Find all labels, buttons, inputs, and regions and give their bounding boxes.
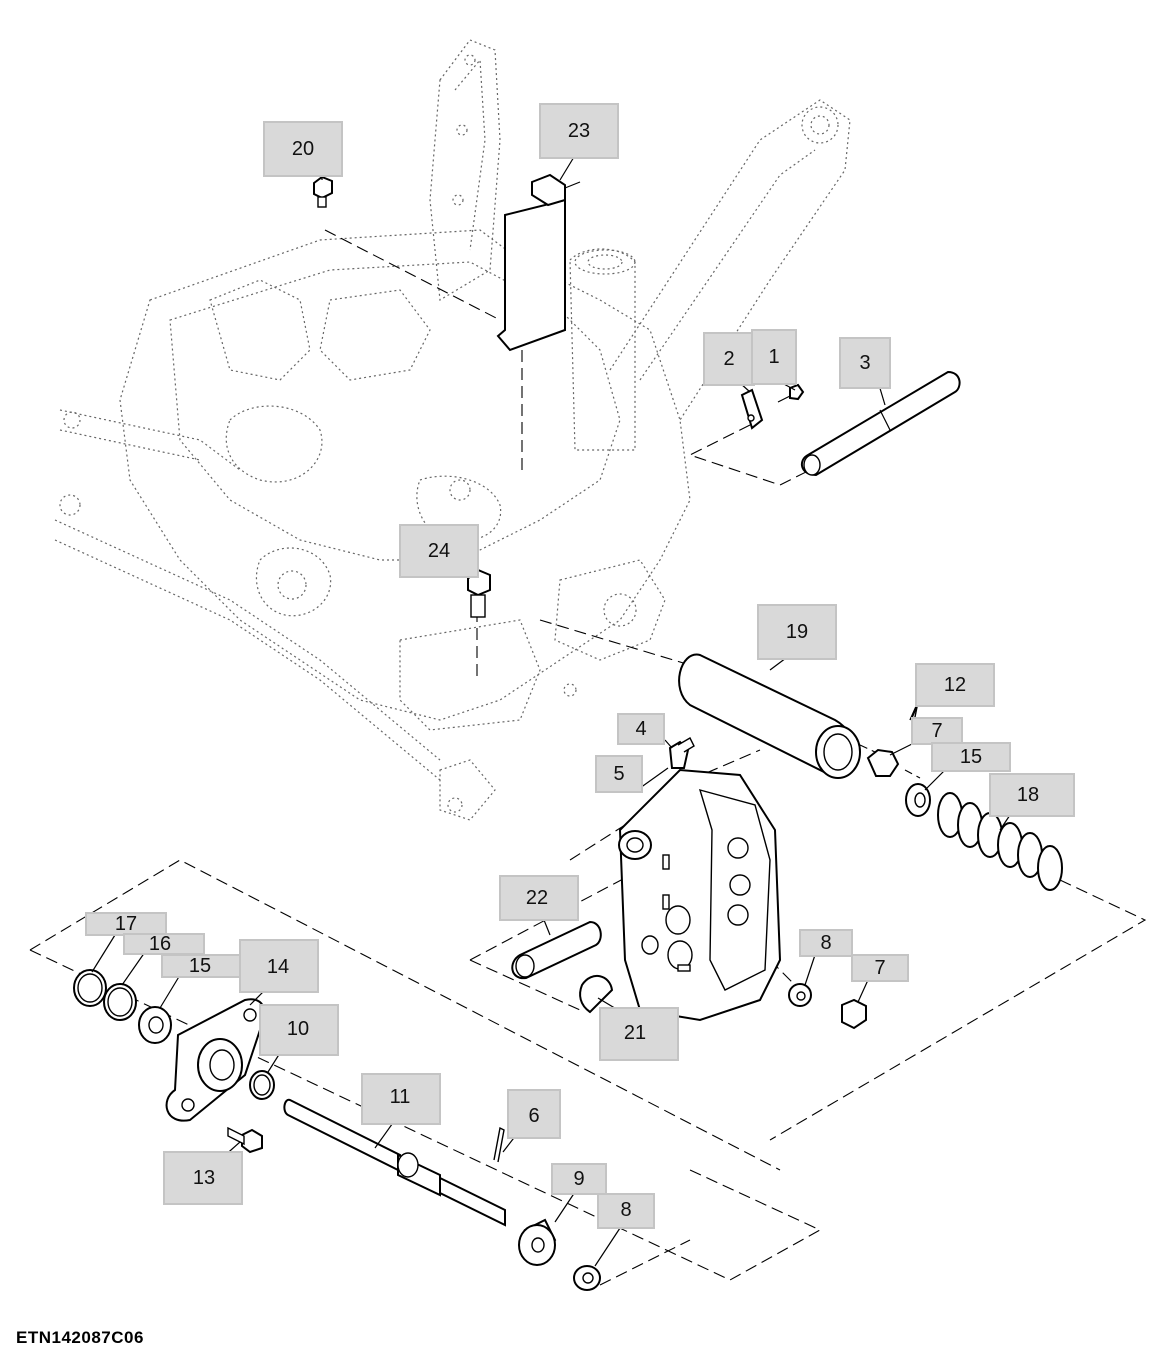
svg-text:11: 11 bbox=[390, 1086, 411, 1108]
castle-nut-7-top bbox=[866, 748, 900, 777]
washer-15-left bbox=[138, 1006, 172, 1044]
callout-6: 6 bbox=[507, 1089, 561, 1139]
callout-5: 5 bbox=[595, 755, 643, 793]
svg-text:20: 20 bbox=[292, 138, 314, 160]
svg-text:7: 7 bbox=[931, 720, 942, 742]
leader-lines bbox=[91, 151, 1011, 1267]
callout-13: 13 bbox=[163, 1151, 243, 1205]
bushing-19 bbox=[678, 653, 861, 779]
svg-text:7: 7 bbox=[874, 957, 885, 979]
pivot-block bbox=[618, 768, 782, 1022]
svg-text:6: 6 bbox=[528, 1105, 539, 1127]
callout-15-top: 15 bbox=[931, 742, 1011, 772]
figure-id: ETN142087C06 bbox=[16, 1328, 144, 1347]
svg-text:13: 13 bbox=[193, 1167, 215, 1189]
callout-12: 12 bbox=[915, 663, 995, 707]
key-21 bbox=[579, 975, 614, 1014]
callout-22: 22 bbox=[499, 875, 579, 921]
callout-20: 20 bbox=[263, 121, 343, 177]
ghosted-housing bbox=[54, 39, 851, 821]
svg-text:18: 18 bbox=[1017, 784, 1039, 806]
bolt-20 bbox=[313, 175, 333, 208]
castle-nut-7-right bbox=[841, 998, 867, 1030]
callout-24: 24 bbox=[399, 524, 479, 578]
washer-15-top bbox=[905, 783, 931, 817]
grease-fitting-4 bbox=[668, 737, 695, 769]
callout-21: 21 bbox=[599, 1007, 679, 1061]
lock-plate-2 bbox=[740, 388, 764, 430]
callout-23: 23 bbox=[539, 103, 619, 159]
callout-7-right: 7 bbox=[851, 954, 909, 982]
svg-text:8: 8 bbox=[820, 932, 831, 954]
svg-text:3: 3 bbox=[859, 352, 870, 374]
svg-text:15: 15 bbox=[960, 746, 982, 768]
svg-text:14: 14 bbox=[267, 956, 289, 978]
callout-14: 14 bbox=[239, 939, 319, 993]
flange-14 bbox=[165, 998, 266, 1122]
svg-text:1: 1 bbox=[768, 346, 779, 368]
callout-10: 10 bbox=[259, 1004, 339, 1056]
svg-text:4: 4 bbox=[635, 718, 646, 740]
callout-7-top: 7 bbox=[911, 717, 963, 745]
washer-8-bottom bbox=[573, 1265, 601, 1291]
svg-text:12: 12 bbox=[944, 674, 966, 696]
callout-8-bottom: 8 bbox=[597, 1193, 655, 1229]
svg-text:5: 5 bbox=[613, 763, 624, 785]
spring-18 bbox=[937, 792, 1063, 891]
svg-text:8: 8 bbox=[620, 1199, 631, 1221]
callout-2: 2 bbox=[703, 332, 755, 386]
svg-text:23: 23 bbox=[568, 120, 590, 142]
svg-text:9: 9 bbox=[573, 1168, 584, 1190]
svg-text:24: 24 bbox=[428, 540, 450, 562]
svg-text:17: 17 bbox=[115, 913, 137, 935]
spacer-9 bbox=[518, 1218, 557, 1266]
cotter-pin-6 bbox=[493, 1126, 505, 1163]
washer-8-right bbox=[788, 983, 812, 1007]
pin-22 bbox=[511, 920, 602, 980]
callout-15-left: 15 bbox=[161, 954, 241, 978]
callout-11: 11 bbox=[361, 1073, 441, 1125]
shield-plate-23 bbox=[496, 173, 581, 352]
callout-8-right: 8 bbox=[799, 929, 853, 957]
svg-text:21: 21 bbox=[624, 1022, 646, 1044]
svg-text:16: 16 bbox=[149, 933, 171, 955]
callout-19: 19 bbox=[757, 604, 837, 660]
callout-17: 17 bbox=[85, 912, 167, 936]
svg-text:22: 22 bbox=[526, 887, 548, 909]
svg-text:15: 15 bbox=[189, 955, 211, 977]
svg-text:19: 19 bbox=[786, 621, 808, 643]
callout-3: 3 bbox=[839, 337, 891, 389]
callout-9: 9 bbox=[551, 1163, 607, 1195]
callout-16: 16 bbox=[123, 933, 205, 955]
shaft-11 bbox=[283, 1098, 506, 1227]
ring-16 bbox=[103, 983, 137, 1021]
ring-17 bbox=[73, 969, 107, 1007]
callout-18: 18 bbox=[989, 773, 1075, 817]
callout-4: 4 bbox=[617, 713, 665, 745]
svg-text:2: 2 bbox=[723, 348, 734, 370]
svg-text:10: 10 bbox=[287, 1018, 309, 1040]
callout-1: 1 bbox=[751, 329, 797, 385]
o-ring-10 bbox=[249, 1070, 275, 1100]
bolt-13 bbox=[227, 1126, 263, 1154]
pin-3 bbox=[800, 370, 961, 477]
